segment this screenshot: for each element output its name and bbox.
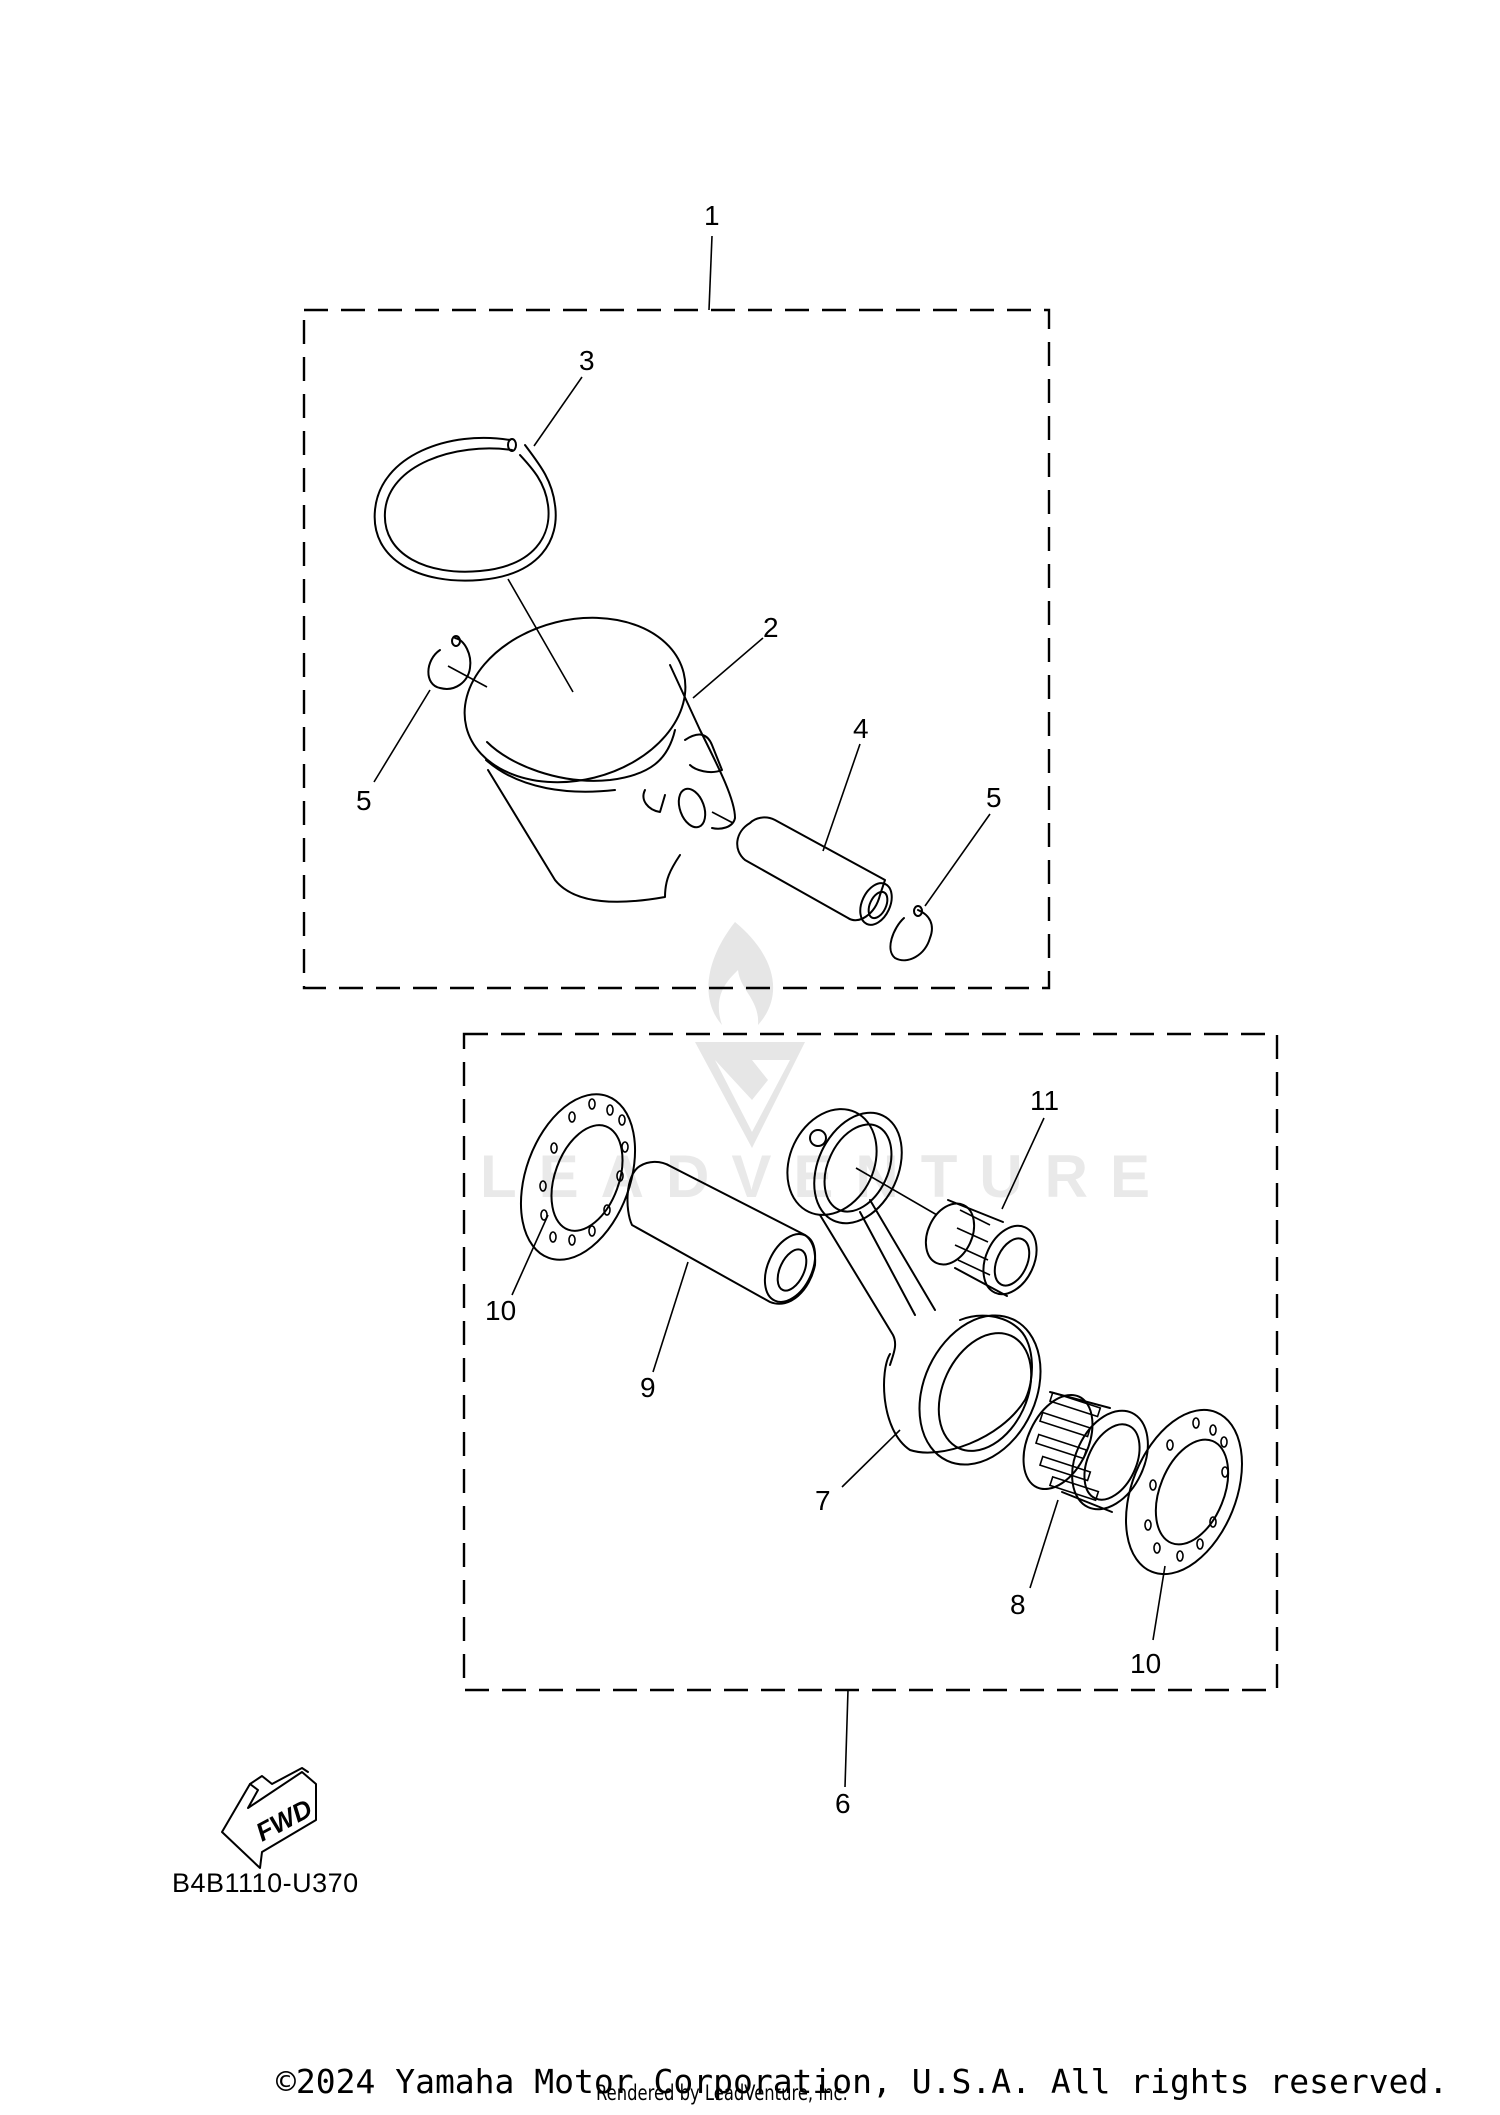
leader-line-10-right (1152, 1565, 1166, 1641)
leader-line-2 (692, 637, 764, 699)
leader-line-5-right (924, 813, 991, 907)
leader-line-7 (841, 1429, 901, 1488)
callout-3[interactable]: 3 (579, 345, 595, 376)
piston-pin[interactable] (736, 816, 898, 929)
callout-10-left[interactable]: 10 (485, 1295, 516, 1326)
leader-line-5-left (373, 689, 431, 783)
leader-line-1 (708, 235, 713, 311)
thrust-washer-right[interactable] (1104, 1393, 1265, 1591)
leader-line-9 (652, 1261, 689, 1373)
fwd-arrow-icon: FWD (221, 1767, 317, 1869)
leader-line-8 (1029, 1499, 1059, 1589)
callout-5-left[interactable]: 5 (356, 785, 372, 816)
copyright-notice: ©2024 Yamaha Motor Corporation, U.S.A. A… (276, 2062, 1449, 2101)
conrod-kit-group-box (462, 1032, 1279, 1692)
callout-9[interactable]: 9 (640, 1372, 656, 1403)
piston-pin-clip-left[interactable] (427, 635, 472, 690)
rendered-by-overlay: Rendered by LeadVenture, Inc. (596, 2081, 848, 2105)
small-end-needle-bearing[interactable] (917, 1196, 1047, 1303)
leader-line-ring-to-piston (507, 578, 574, 693)
piston-pin-clip-right[interactable] (889, 905, 933, 962)
leader-line-3 (533, 376, 583, 447)
leader-line-bearing-to-rod (855, 1167, 938, 1216)
callout-4[interactable]: 4 (853, 713, 869, 744)
leader-line-clip-to-piston (447, 665, 488, 688)
callout-7[interactable]: 7 (815, 1485, 831, 1516)
flame-logo-icon (708, 922, 774, 1025)
thrust-washer-left[interactable] (500, 1078, 657, 1275)
callout-5-right[interactable]: 5 (986, 782, 1002, 813)
callout-10-right[interactable]: 10 (1130, 1648, 1161, 1679)
leader-line-4 (822, 743, 861, 852)
callout-2[interactable]: 2 (763, 612, 779, 643)
watermark-text: LEADVENTURE (480, 1143, 1172, 1210)
callout-1[interactable]: 1 (704, 200, 720, 231)
callout-11[interactable]: 11 (1030, 1085, 1059, 1116)
leader-line-11 (1001, 1117, 1045, 1210)
callout-8[interactable]: 8 (1010, 1589, 1026, 1620)
leader-line-6 (844, 1689, 849, 1788)
leader-line-10-left (511, 1214, 549, 1296)
crank-pin[interactable] (626, 1160, 825, 1310)
piston-kit-group-box (302, 308, 1051, 990)
piston[interactable] (447, 595, 736, 903)
connecting-rod[interactable] (771, 1094, 1064, 1484)
diagram-code: B4B1110-U370 (172, 1868, 359, 1898)
leader-line-pin-to-piston (711, 811, 734, 824)
piston-ring[interactable] (373, 436, 557, 582)
v-logo-icon (695, 1042, 805, 1148)
big-end-needle-bearing[interactable] (1010, 1384, 1163, 1521)
callout-6[interactable]: 6 (835, 1788, 851, 1819)
